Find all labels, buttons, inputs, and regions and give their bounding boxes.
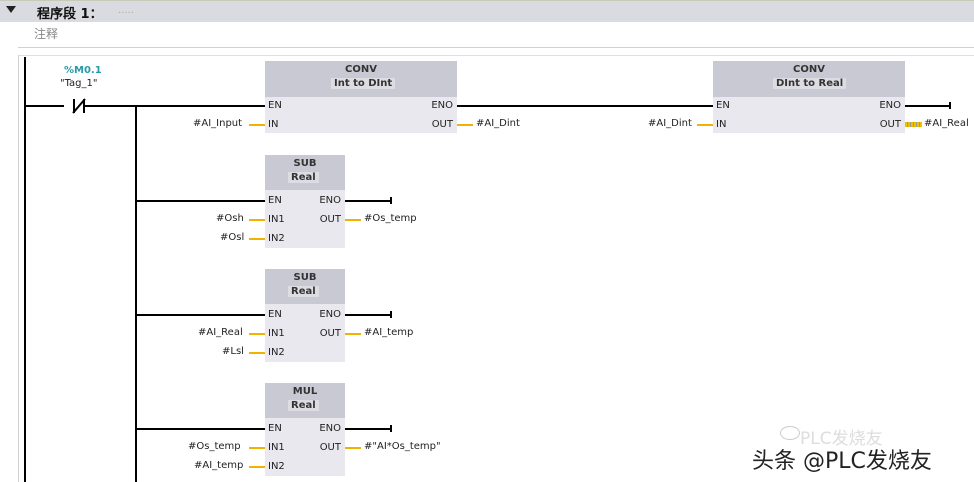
watermark-logo-icon xyxy=(780,426,800,440)
block-type[interactable]: Real xyxy=(288,400,319,411)
input-operand[interactable]: #AI_temp xyxy=(194,460,244,471)
network-header[interactable]: 程序段 1： ..... xyxy=(0,0,974,22)
pin-in: IN xyxy=(268,119,279,130)
data-wire-pattern xyxy=(905,122,922,127)
pin-eno: ENO xyxy=(319,423,341,434)
network-title-placeholder[interactable]: ..... xyxy=(118,5,134,16)
input-operand[interactable]: #Osl xyxy=(220,232,245,243)
branch-wire xyxy=(135,105,137,482)
pin-eno: ENO xyxy=(431,100,453,111)
collapse-triangle-icon[interactable] xyxy=(6,6,16,13)
block-name: MUL xyxy=(292,386,318,397)
wire-end-tick xyxy=(390,197,392,204)
conv-block[interactable]: CONV DInt to Real EN IN ENO OUT xyxy=(713,61,905,133)
block-name: CONV xyxy=(345,64,377,75)
wire-end-tick xyxy=(390,311,392,318)
data-wire xyxy=(249,219,265,221)
pin-in2: IN2 xyxy=(268,347,285,358)
power-rail xyxy=(24,57,26,482)
mul-block[interactable]: MUL Real EN IN1 IN2 ENO OUT xyxy=(265,383,345,476)
contact-address[interactable]: %M0.1 xyxy=(64,65,102,76)
rung-wire xyxy=(84,105,265,107)
data-wire xyxy=(249,352,265,354)
pin-out: OUT xyxy=(319,214,341,225)
pin-in: IN xyxy=(716,119,727,130)
wire-end-tick xyxy=(390,425,392,432)
block-name: SUB xyxy=(293,158,317,169)
data-wire xyxy=(345,447,361,449)
block-type[interactable]: Real xyxy=(288,172,319,183)
pin-in1: IN1 xyxy=(268,214,285,225)
output-operand[interactable]: #AI_Dint xyxy=(476,118,520,129)
block-type[interactable]: Real xyxy=(288,286,319,297)
output-operand[interactable]: #AI_temp xyxy=(364,327,414,338)
block-type[interactable]: Int to DInt xyxy=(331,78,396,89)
data-wire xyxy=(457,124,473,126)
eno-wire xyxy=(345,200,391,202)
pin-in2: IN2 xyxy=(268,461,285,472)
rung-wire xyxy=(137,314,265,316)
contact-tag[interactable]: "Tag_1" xyxy=(60,78,98,89)
watermark-line2: 头条 @PLC发烧友 xyxy=(752,449,932,474)
data-wire xyxy=(249,124,265,126)
pin-in1: IN1 xyxy=(268,328,285,339)
data-wire xyxy=(345,219,361,221)
data-wire xyxy=(249,466,265,468)
block-type[interactable]: DInt to Real xyxy=(773,78,847,89)
data-wire xyxy=(249,238,265,240)
rung-wire xyxy=(137,200,265,202)
output-operand[interactable]: #AI_Real xyxy=(924,118,969,129)
output-operand[interactable]: #Os_temp xyxy=(364,213,417,224)
ladder-area-border-left xyxy=(18,55,19,482)
eno-wire xyxy=(457,105,713,107)
pin-en: EN xyxy=(268,309,282,320)
pin-en: EN xyxy=(268,423,282,434)
sub-block[interactable]: SUB Real EN IN1 IN2 ENO OUT xyxy=(265,155,345,248)
pin-in1: IN1 xyxy=(268,442,285,453)
input-operand[interactable]: #AI_Input xyxy=(193,118,243,129)
data-wire xyxy=(249,447,265,449)
watermark-line1: PLC发烧友 xyxy=(800,429,883,449)
sub-block[interactable]: SUB Real EN IN1 IN2 ENO OUT xyxy=(265,269,345,362)
ladder-area-border-top xyxy=(18,55,974,56)
data-wire xyxy=(249,333,265,335)
pin-out: OUT xyxy=(319,442,341,453)
eno-wire xyxy=(905,105,950,107)
eno-wire xyxy=(345,428,391,430)
pin-eno: ENO xyxy=(319,195,341,206)
pin-en: EN xyxy=(268,195,282,206)
pin-out: OUT xyxy=(319,328,341,339)
pin-in2: IN2 xyxy=(268,233,285,244)
pin-en: EN xyxy=(716,100,730,111)
data-wire xyxy=(345,333,361,335)
input-operand[interactable]: #Lsl xyxy=(222,346,244,357)
pin-en: EN xyxy=(268,100,282,111)
input-operand[interactable]: #Os_temp xyxy=(188,441,241,452)
conv-block[interactable]: CONV Int to DInt EN IN ENO OUT xyxy=(265,61,457,133)
data-wire xyxy=(697,124,713,126)
pin-eno: ENO xyxy=(319,309,341,320)
pin-out: OUT xyxy=(879,119,901,130)
pin-eno: ENO xyxy=(879,100,901,111)
block-name: CONV xyxy=(793,64,825,75)
pin-out: OUT xyxy=(431,119,453,130)
output-operand[interactable]: #"AI*Os_temp" xyxy=(364,441,441,452)
wire-end-tick xyxy=(949,102,951,109)
rung-wire xyxy=(26,105,64,107)
block-name: SUB xyxy=(293,272,317,283)
eno-wire xyxy=(345,314,391,316)
input-operand[interactable]: #AI_Dint xyxy=(648,118,692,129)
separator xyxy=(18,47,974,48)
input-operand[interactable]: #AI_Real xyxy=(198,327,243,338)
network-title: 程序段 1： xyxy=(37,7,103,22)
rung-wire xyxy=(137,428,265,430)
network-comment[interactable]: 注释 xyxy=(34,27,59,41)
input-operand[interactable]: #Osh xyxy=(216,213,244,224)
